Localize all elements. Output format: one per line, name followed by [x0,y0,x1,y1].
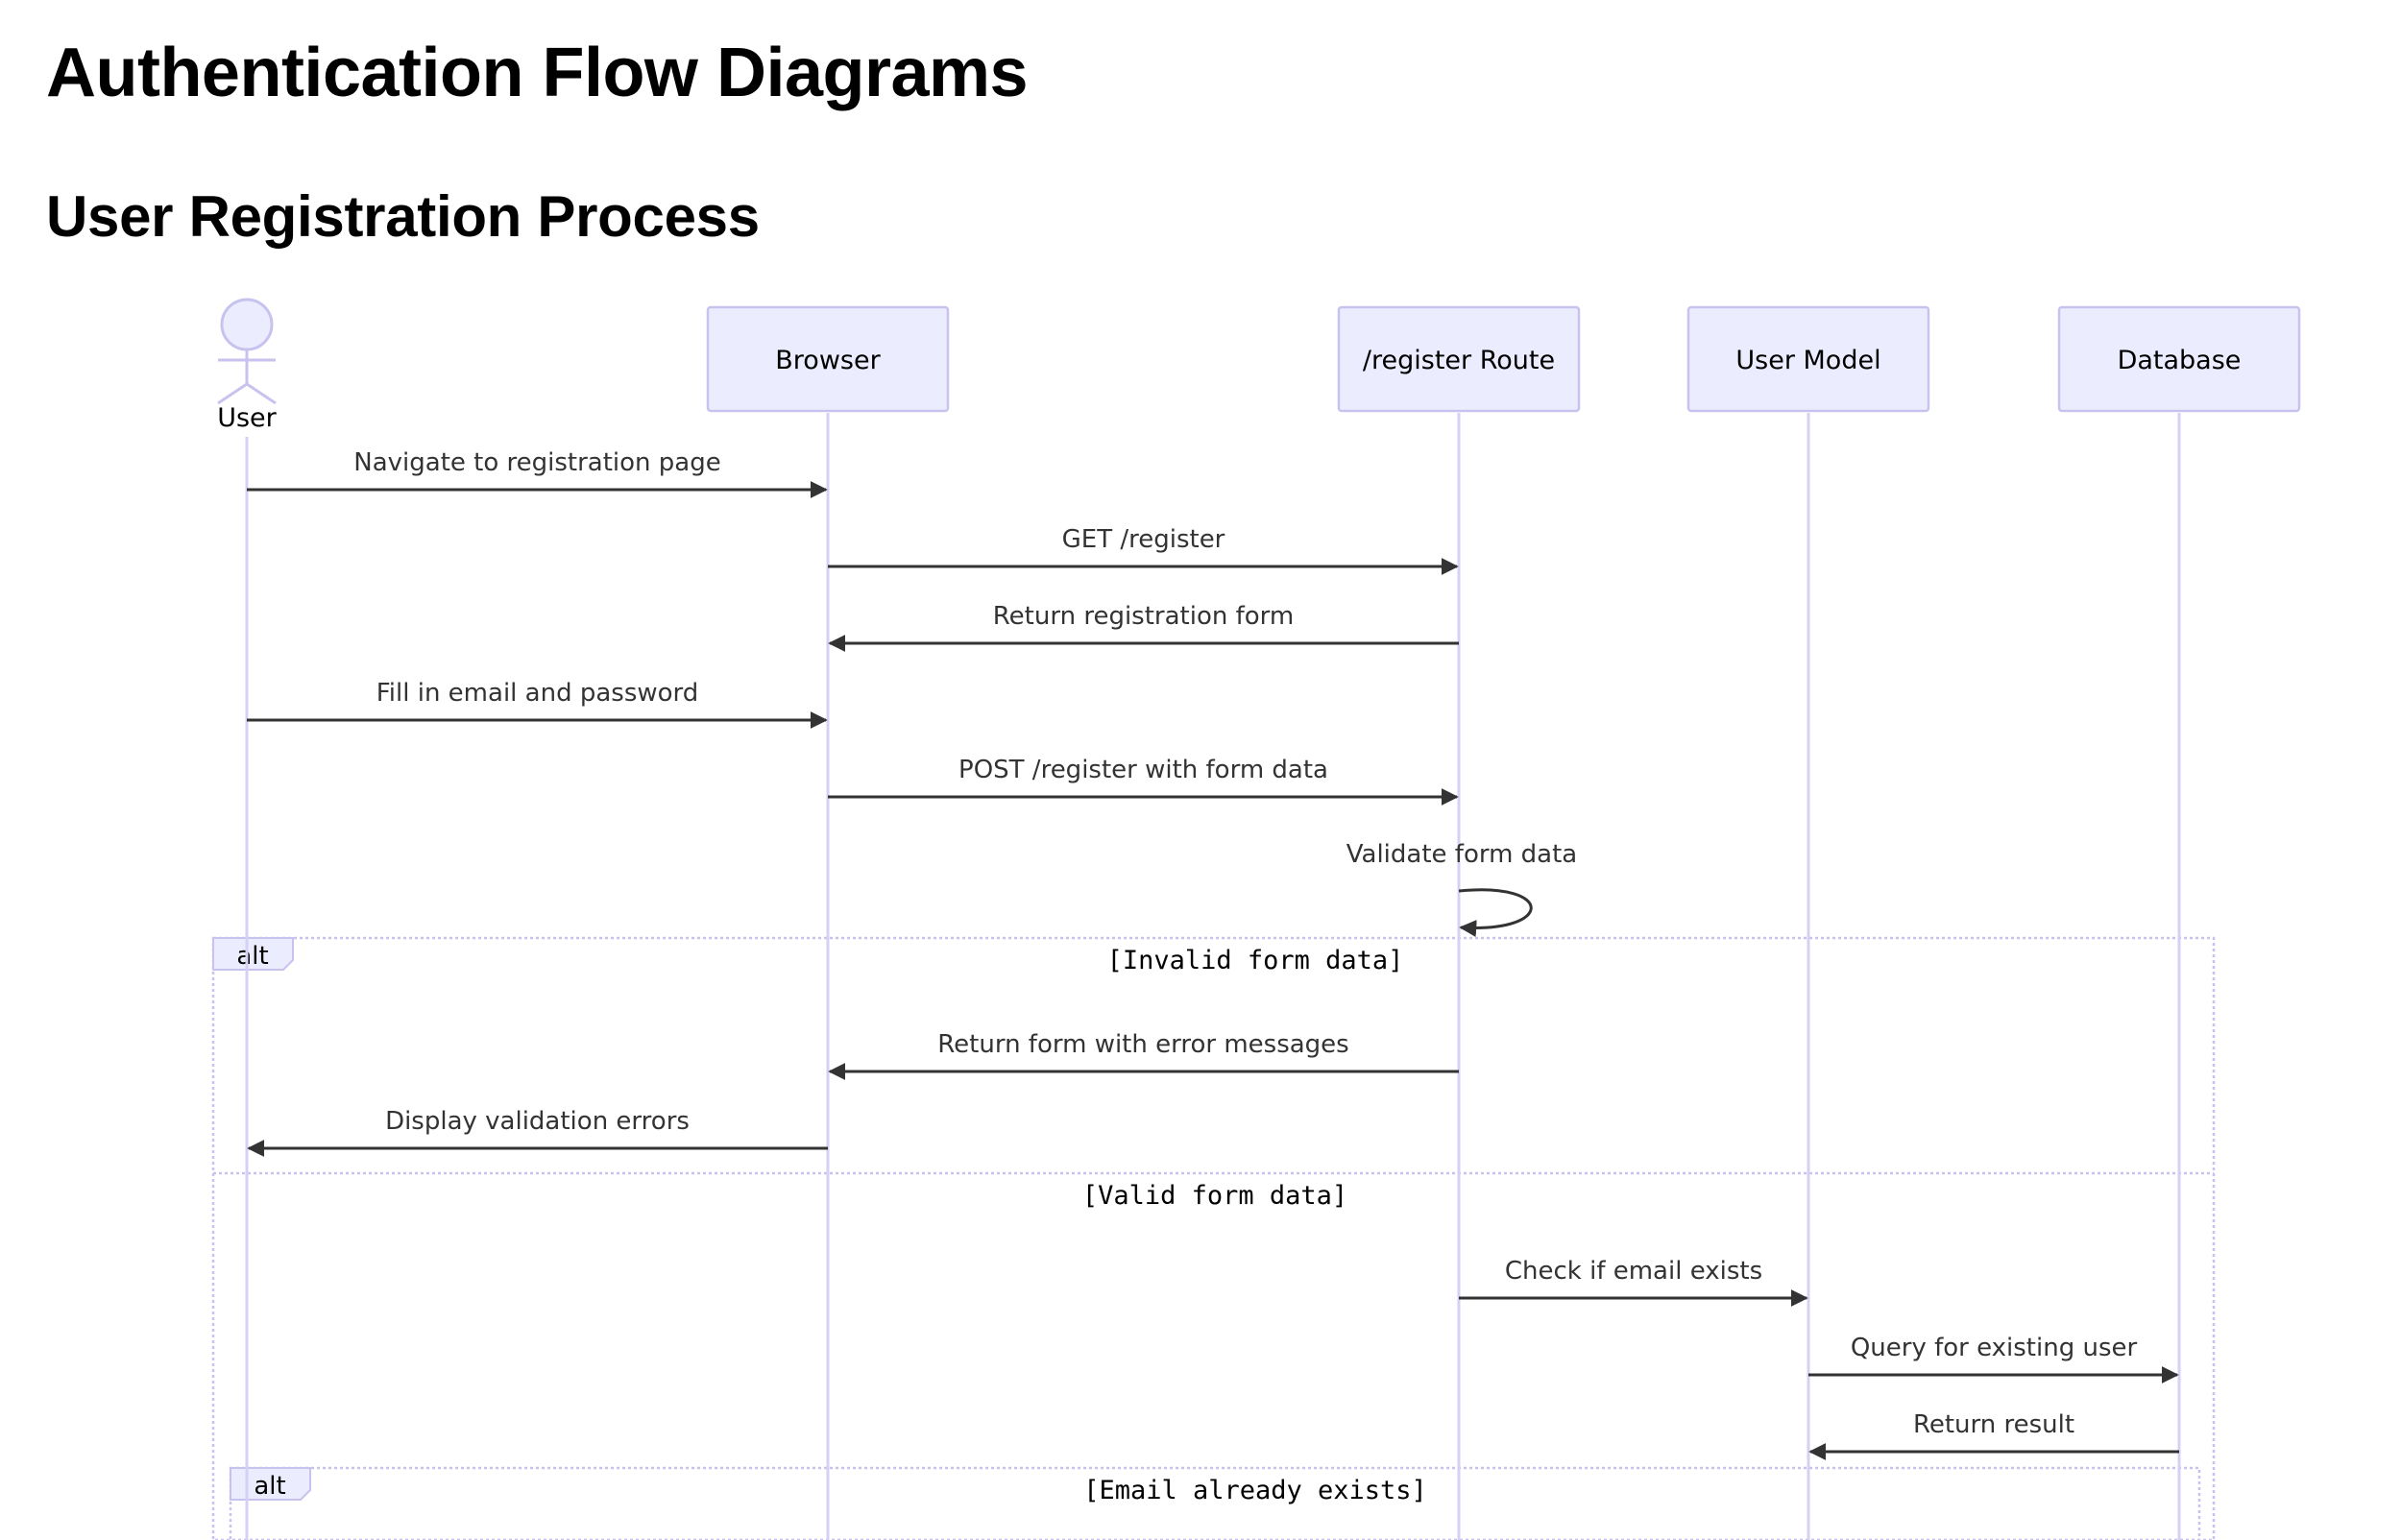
fragment-condition: [Invalid form data] [1107,946,1404,975]
participant-label: /register Route [1363,346,1555,375]
actor-head [220,298,274,351]
fragment-condition: [Email already exists] [1083,1476,1427,1505]
message-label: Return registration form [993,602,1294,631]
actor-leg-right [246,382,277,405]
message-label: POST /register with form data [958,756,1328,784]
fragment-condition: [Valid form data] [1082,1181,1347,1211]
fragment-tab [212,937,294,971]
message-arrow: POST /register with form data [828,756,1459,806]
message-label: Query for existing user [1851,1334,2138,1362]
participant-browser: Browser [706,305,950,413]
participant-label: User [217,403,277,433]
message-arrow: Display validation errors [247,1107,828,1157]
participant-box [1686,305,1930,413]
message-label: Navigate to registration page [353,448,720,477]
actor-user: User [217,298,278,433]
fragment-frame [229,1466,2201,1540]
message-arrow: Check if email exists [1459,1257,1808,1307]
participant-db: Database [2057,305,2301,413]
message-arrow: GET /register [828,525,1459,575]
message-label: GET /register [1062,525,1225,554]
message-label: Check if email exists [1505,1257,1762,1286]
message-arrow: Return result [1808,1410,2179,1460]
participant-route: /register Route [1337,305,1581,413]
message-arrow: Validate form data [1346,840,1578,937]
message-arrow: Fill in email and password [247,679,828,729]
alt-fragment: alt [Email already exists] [229,1466,2201,1540]
fragment-frame [211,936,2216,1540]
message-label: Display validation errors [385,1107,690,1136]
fragment-label: alt [254,1472,285,1501]
participant-box [1337,305,1581,413]
message-label: Return form with error messages [937,1030,1348,1059]
message-label: Validate form data [1346,840,1578,869]
self-arrow [1458,888,1533,937]
message-arrow: Return registration form [828,602,1459,652]
participant-label: Database [2118,346,2242,375]
message-label: Return result [1913,1410,2074,1439]
message-arrow: Query for existing user [1808,1334,2179,1384]
participant-box [2057,305,2301,413]
participant-model: User Model [1686,305,1930,413]
alt-fragment: alt [Invalid form data] [Valid form data] [211,936,2216,1540]
participant-label: Browser [775,346,881,375]
participant-box [706,305,950,413]
message-arrow: Return form with error messages [828,1030,1459,1080]
page-title: Authentication Flow Diagrams [46,35,1029,111]
fragment-tab [230,1467,311,1501]
section-title: User Registration Process [46,184,760,249]
participant-label: User Model [1735,346,1880,375]
message-arrow: Navigate to registration page [247,448,828,498]
message-label: Fill in email and password [376,679,699,708]
fragment-label: alt [236,942,268,971]
actor-leg-left [217,382,248,405]
